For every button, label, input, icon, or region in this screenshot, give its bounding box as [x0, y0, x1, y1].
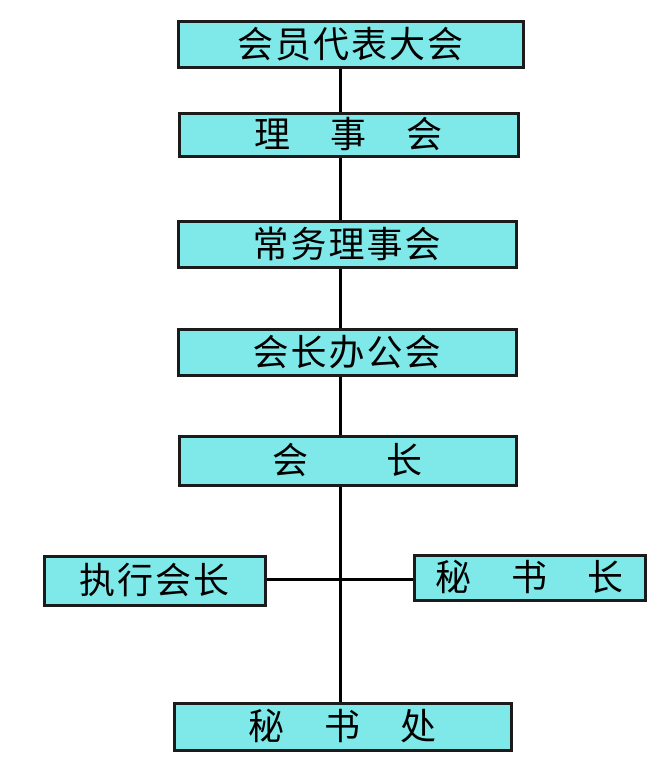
connector-standing-office: [339, 269, 342, 328]
node-secretary-general: 秘 书 长: [413, 554, 647, 602]
node-standing-council: 常务理事会: [177, 220, 518, 269]
node-member-congress: 会员代表大会: [177, 20, 525, 69]
node-secretariat: 秘 书 处: [173, 702, 513, 752]
node-president: 会 长: [178, 435, 518, 487]
connector-president-secretariat: [339, 487, 342, 702]
node-executive-president: 执行会长: [43, 555, 267, 607]
node-president-office-meeting: 会长办公会: [177, 328, 518, 377]
connector-branch-horizontal: [267, 578, 413, 581]
connector-council-standing: [339, 158, 342, 220]
node-council: 理 事 会: [178, 112, 520, 158]
connector-office-president: [339, 377, 342, 435]
connector-congress-council: [339, 69, 342, 112]
